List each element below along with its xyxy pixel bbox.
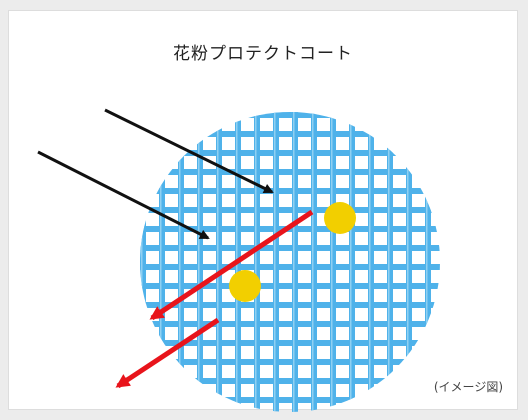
mesh-highlight — [160, 112, 162, 412]
mesh-thread — [140, 359, 440, 365]
incoming-arrow — [37, 150, 210, 240]
deflected-arrow — [149, 209, 314, 321]
mesh-fabric — [140, 112, 440, 412]
mesh-thread — [406, 112, 412, 412]
mesh-thread — [140, 397, 440, 403]
mesh-thread — [273, 112, 279, 412]
mesh-thread — [140, 112, 440, 118]
mesh-highlight — [369, 112, 371, 412]
mesh-highlight — [331, 112, 333, 412]
mesh-highlight — [388, 112, 390, 412]
mesh-thread — [140, 378, 440, 384]
mesh-highlight — [255, 112, 257, 412]
image-caption: (イメージ図) — [433, 380, 503, 394]
mesh-thread — [368, 112, 374, 412]
mesh-highlight — [312, 112, 314, 412]
diagram-title: 花粉プロテクトコート — [173, 44, 353, 64]
mesh-highlight — [274, 112, 276, 412]
mesh-thread — [140, 112, 146, 412]
mesh-highlight — [350, 112, 352, 412]
mesh-highlight — [293, 112, 295, 412]
mesh-highlight — [217, 112, 219, 412]
mesh-thread — [140, 264, 440, 270]
mesh-highlight — [179, 112, 181, 412]
mesh-thread — [140, 131, 440, 137]
mesh-thread — [197, 112, 203, 412]
mesh-thread — [140, 188, 440, 194]
mesh-thread — [349, 112, 355, 412]
mesh-thread — [425, 112, 431, 412]
mesh-highlight — [407, 112, 409, 412]
incoming-arrow — [104, 108, 274, 194]
mesh-highlight — [198, 112, 200, 412]
mesh-thread — [311, 112, 317, 412]
deflected-arrow — [115, 317, 220, 389]
mesh-thread — [254, 112, 260, 412]
mesh-thread — [140, 245, 440, 251]
mesh-thread — [140, 340, 440, 346]
mesh-thread — [387, 112, 393, 412]
mesh-thread — [140, 321, 440, 327]
mesh-thread — [140, 302, 440, 308]
mesh-thread — [140, 150, 440, 156]
mesh-highlight — [141, 112, 143, 412]
mesh-highlight — [426, 112, 428, 412]
mesh-thread — [330, 112, 336, 412]
mesh-thread — [159, 112, 165, 412]
mesh-thread — [178, 112, 184, 412]
mesh-thread — [140, 207, 440, 213]
mesh-thread — [292, 112, 298, 412]
mesh-thread — [140, 283, 440, 289]
mesh-thread — [216, 112, 222, 412]
pollen-particle — [229, 270, 261, 302]
mesh-thread — [140, 169, 440, 175]
pollen-particle — [324, 202, 356, 234]
